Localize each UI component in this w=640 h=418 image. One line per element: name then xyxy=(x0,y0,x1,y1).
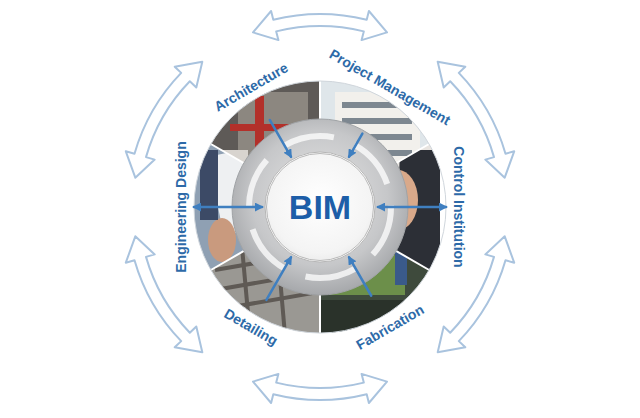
flow-arrow xyxy=(349,134,362,157)
outer-arrow-ring xyxy=(126,11,514,403)
ring-cycle-arrows xyxy=(249,136,391,278)
wedge-separators xyxy=(211,81,429,333)
segment-title: Control Institution xyxy=(451,146,467,267)
connectors xyxy=(194,120,446,300)
flow-arrow xyxy=(270,120,291,157)
outer-double-arrow xyxy=(126,236,203,352)
flow-arrow xyxy=(349,257,371,296)
hub-title: BIM xyxy=(289,188,351,226)
hand xyxy=(208,218,236,262)
flow-arrow xyxy=(266,257,291,300)
discipline-segment: Engineering Design xyxy=(172,138,190,275)
window-row xyxy=(342,118,412,124)
flow-arrow xyxy=(378,206,446,209)
outer-double-arrow xyxy=(438,236,515,352)
discipline-segment: Control Institution xyxy=(450,143,468,270)
outer-double-arrow xyxy=(253,374,387,403)
flow-arrow xyxy=(194,206,262,209)
segment-title: Engineering Design xyxy=(173,141,189,272)
outer-double-arrow xyxy=(253,11,387,40)
bim-hub-circle: BIM xyxy=(266,153,374,261)
grey-ring xyxy=(232,119,408,295)
photo-ring-edge xyxy=(194,81,446,333)
hub-ground xyxy=(265,152,375,262)
outer-double-arrow xyxy=(126,62,203,178)
